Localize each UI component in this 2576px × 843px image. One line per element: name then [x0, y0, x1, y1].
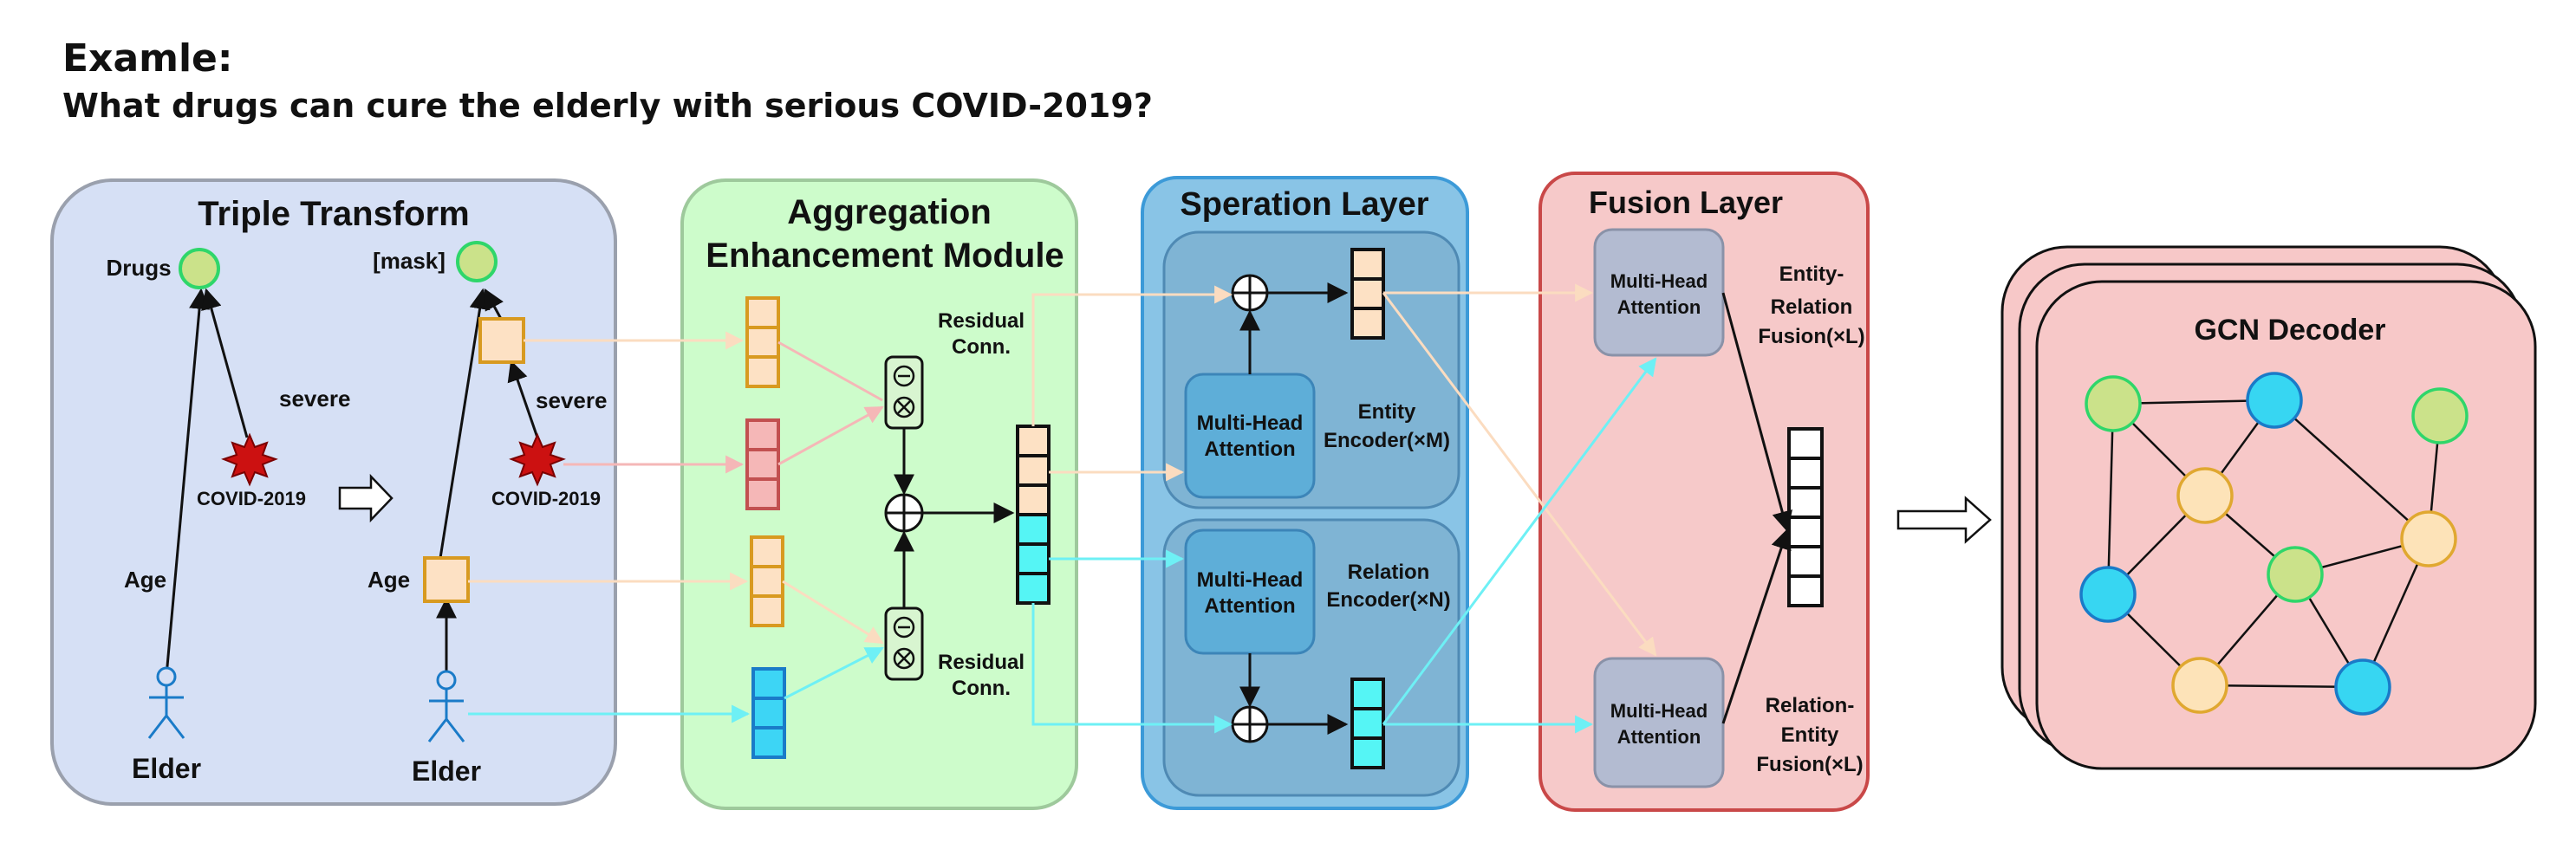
relation-output-stack	[1350, 678, 1385, 769]
entity-encoder-line2: Encoder(×M)	[1324, 429, 1450, 452]
operation-layer-title: Speration Layer	[1180, 186, 1428, 223]
mask-node	[456, 241, 498, 282]
graph-node-orange-2	[2400, 510, 2457, 567]
mask-label: [mask]	[373, 248, 446, 274]
re-fusion-line2: Entity	[1781, 723, 1839, 747]
graph-node-green-1	[2085, 375, 2142, 432]
graph-node-blue-3	[2334, 658, 2391, 716]
aggregation-panel: Aggregation Enhancement Module	[680, 178, 1078, 810]
covid-virus-icon	[221, 432, 278, 487]
residual-operator-bottom	[884, 606, 924, 681]
flow-arrows	[468, 283, 1657, 734]
re-fusion-line3: Fusion(×L)	[1756, 753, 1863, 776]
drugs-label: Drugs	[106, 255, 171, 281]
residual-conn-bottom-line1: Residual	[938, 651, 1025, 674]
entity-embedding-stack-2	[750, 535, 784, 627]
graph-node-orange-1	[2176, 467, 2234, 524]
fusion-mha-top-box	[1593, 228, 1725, 357]
entity-sum-icon	[1231, 274, 1269, 312]
entity-output-stack	[1350, 248, 1385, 340]
graph-node-blue-1	[2246, 372, 2303, 429]
covid-virus-icon-right	[509, 432, 566, 487]
entity-mha-box	[1184, 373, 1316, 499]
aggregation-title-line1: Aggregation	[787, 193, 992, 231]
residual-conn-bottom-line2: Conn.	[952, 677, 1011, 700]
fusion-layer-title: Fusion Layer	[1589, 185, 1783, 220]
graph-node-blue-2	[2079, 566, 2137, 623]
graph-node-orange-3	[2171, 657, 2228, 714]
triple-transform-panel: Triple Transform Drugs severe COVID-2019…	[50, 178, 617, 806]
operation-layer-panel: Speration Layer Multi-Head Attention Ent…	[1141, 176, 1469, 810]
relation-age-box	[423, 556, 470, 603]
fused-output-stack	[1787, 427, 1824, 607]
fusion-mha-bottom-line1: Multi-Head	[1610, 700, 1708, 722]
entity-mha-line2: Attention	[1204, 438, 1295, 461]
entity-embedding-stack-1	[745, 296, 780, 388]
question-text: What drugs can cure the elderly with ser…	[62, 87, 1153, 125]
aggregated-embedding-stack	[1016, 425, 1051, 605]
er-fusion-line2: Relation	[1771, 295, 1853, 319]
age-label-left: Age	[124, 567, 166, 593]
entity-encoder-line1: Entity	[1358, 400, 1416, 424]
relation-embedding-stack	[745, 418, 780, 510]
residual-operator-top	[884, 355, 924, 430]
sum-operator-icon	[884, 493, 924, 533]
relation-encoder-line1: Relation	[1348, 561, 1430, 584]
relation-mha-line1: Multi-Head	[1197, 568, 1304, 592]
cyan-embedding-stack	[751, 667, 786, 759]
gcn-decoder-panel: GCN Decoder	[2000, 245, 2537, 770]
relation-mha-box	[1184, 528, 1316, 655]
severe-label: severe	[279, 386, 350, 412]
relation-mha-line2: Attention	[1204, 594, 1295, 618]
covid-label-right: COVID-2019	[491, 488, 601, 509]
fusion-mha-bottom-line2: Attention	[1617, 726, 1701, 748]
elder-label-left: Elder	[132, 753, 201, 784]
er-fusion-line3: Fusion(×L)	[1758, 325, 1864, 348]
graph-node-green-3	[2267, 546, 2324, 603]
elder-icon	[147, 666, 185, 739]
transform-arrow-icon	[338, 473, 394, 523]
er-fusion-line1: Entity-	[1779, 263, 1844, 286]
drugs-node	[179, 248, 220, 289]
residual-conn-top-line1: Residual	[938, 309, 1025, 333]
fusion-layer-panel: Fusion Layer Multi-Head Attention Multi-…	[1538, 172, 1870, 812]
aggregation-title-line2: Enhancement Module	[706, 237, 1064, 275]
fusion-mha-top-line2: Attention	[1617, 296, 1701, 318]
elder-icon-right	[427, 670, 465, 742]
relation-sum-icon	[1231, 705, 1269, 743]
to-gcn-arrow-icon	[1896, 496, 1992, 544]
age-label-right: Age	[368, 567, 410, 593]
triple-transform-title: Triple Transform	[198, 195, 469, 233]
relation-severe-box	[478, 317, 525, 364]
elder-label-right: Elder	[412, 755, 481, 787]
fusion-mha-bottom-box	[1593, 657, 1725, 788]
residual-conn-top-line2: Conn.	[952, 335, 1011, 359]
gcn-decoder-title: GCN Decoder	[2194, 314, 2385, 347]
relation-encoder-line2: Encoder(×N)	[1326, 588, 1450, 612]
covid-label: COVID-2019	[197, 488, 306, 509]
entity-mha-line1: Multi-Head	[1197, 412, 1304, 435]
fusion-mha-top-line1: Multi-Head	[1610, 270, 1708, 292]
graph-node-green-2	[2411, 387, 2469, 444]
severe-label-right: severe	[536, 387, 607, 413]
example-label: Examle:	[62, 36, 233, 81]
re-fusion-line1: Relation-	[1766, 694, 1855, 717]
